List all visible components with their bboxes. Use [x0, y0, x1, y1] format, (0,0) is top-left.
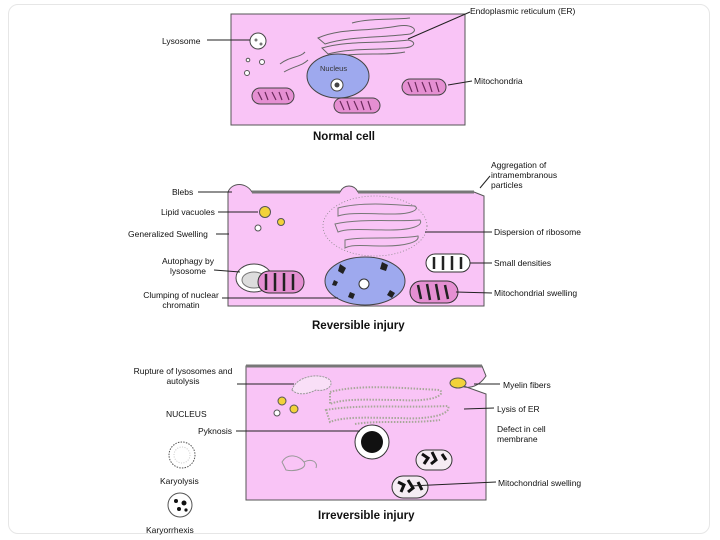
label-lysis-of-er: Lysis of ER [497, 404, 540, 414]
label-chromatin-clumping: Clumping of nuclear chromatin [143, 290, 219, 310]
ribosome-dispersion [322, 195, 428, 257]
reversible-er [334, 203, 422, 249]
title-reversible-injury: Reversible injury [312, 320, 405, 332]
label-pyknosis: Pyknosis [198, 426, 233, 436]
lipid-vacuole [259, 206, 271, 218]
label-myelin-fibers: Myelin fibers [503, 380, 551, 390]
label-aggregation-particles: Aggregation of intramembranous particles [491, 160, 558, 190]
title-normal-cell: Normal cell [313, 131, 375, 143]
normal-mitochondria [251, 78, 447, 114]
normal-nucleus [306, 53, 370, 99]
reversible-cell [198, 175, 493, 307]
label-ribosome-dispersion: Dispersion of ribosome [494, 227, 581, 237]
label-lysosome: Lysosome [162, 36, 201, 46]
label-generalized-swelling: Generalized Swelling [128, 229, 208, 239]
label-autophagy: Autophagy by lysosome [162, 256, 214, 276]
label-small-densities: Small densities [494, 258, 552, 268]
karyorrhexis-icon [167, 492, 193, 518]
label-karyorrhexis: Karyorrhexis [146, 525, 194, 535]
label-lipid-vacuoles: Lipid vacuoles [161, 207, 215, 217]
label-mitochondrial-swelling-reversible: Mitochondrial swelling [494, 288, 578, 298]
label-mitochondria: Mitochondria [474, 76, 523, 86]
normal-cell [207, 11, 473, 126]
label-membrane-defect: Defect in cell membrane [497, 424, 546, 444]
slide-frame [8, 4, 710, 534]
label-blebs: Blebs [172, 187, 194, 197]
label-lysosome-rupture: Rupture of lysosomes and autolysis [133, 366, 233, 386]
lysed-er [324, 386, 450, 425]
title-irreversible-injury: Irreversible injury [318, 510, 415, 522]
label-endoplasmic-reticulum: Endoplasmic reticulum (ER) [470, 6, 576, 16]
irreversible-cell [167, 364, 500, 518]
ruptured-lysosome [291, 375, 332, 395]
label-mitochondrial-swelling-irreversible: Mitochondrial swelling [498, 478, 582, 488]
myelin-figure [449, 377, 467, 389]
irreversible-mitochondria [391, 449, 453, 499]
label-nucleus: Nucleus [320, 64, 348, 73]
karyolysis-icon [168, 441, 196, 469]
normal-lysosome [249, 32, 267, 50]
label-nucleus-header: NUCLEUS [166, 409, 207, 419]
label-karyolysis: Karyolysis [160, 476, 199, 486]
